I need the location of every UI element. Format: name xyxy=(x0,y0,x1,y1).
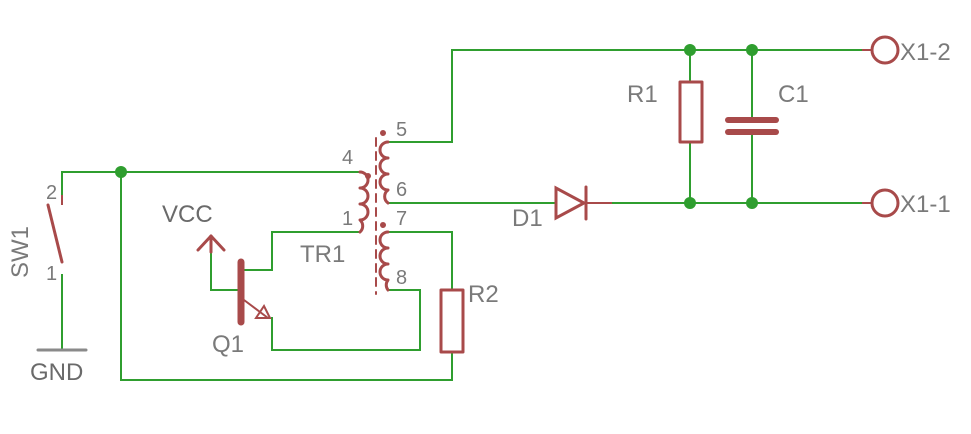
junction-dot xyxy=(684,197,696,209)
switch-lever xyxy=(46,203,64,264)
c1-label: C1 xyxy=(778,81,809,108)
capacitor-c1: C1 xyxy=(725,81,809,135)
gnd-label: GND xyxy=(30,359,83,386)
wire-base-feedback xyxy=(243,231,361,271)
sw1-label: SW1 xyxy=(7,226,34,278)
q1-emitter-lead xyxy=(243,299,269,319)
wires xyxy=(61,49,863,381)
tr1-primary-winding xyxy=(358,170,370,234)
tr1-dot-icon xyxy=(380,130,386,136)
tr1-pin6-label: 6 xyxy=(396,179,407,201)
d1-label: D1 xyxy=(512,205,543,232)
tr1-feedback-winding xyxy=(378,230,390,292)
x1-2-terminal-icon xyxy=(870,35,900,65)
vcc-label: VCC xyxy=(162,201,213,228)
tr1-secondary-winding xyxy=(378,140,390,205)
wire-vcc xyxy=(210,249,239,291)
tr1-pin1-label: 1 xyxy=(342,208,353,230)
transistor-q1: VCC Q1 xyxy=(162,201,272,358)
q1-label: Q1 xyxy=(212,331,244,358)
junction-dot xyxy=(684,44,696,56)
tr1-pin4-label: 4 xyxy=(342,147,353,169)
tr1-dot-icon xyxy=(365,173,371,179)
tr1-pin5-label: 5 xyxy=(396,119,407,141)
d1-anode-icon xyxy=(554,185,588,221)
resistor-r2: R2 xyxy=(439,281,499,354)
r1-body xyxy=(678,80,704,144)
x1-2-label: X1-2 xyxy=(900,39,951,66)
switch-sw1: 2 1 SW1 GND xyxy=(7,182,88,386)
junction-dot xyxy=(115,166,127,178)
x1-1-terminal-icon xyxy=(870,188,900,218)
wire-switch-top xyxy=(61,171,361,196)
sw1-pin1-label: 1 xyxy=(46,263,57,285)
wire-top-rail xyxy=(387,49,863,143)
r2-body xyxy=(439,288,465,354)
diode-d1: D1 xyxy=(512,185,612,232)
r2-label: R2 xyxy=(468,281,499,308)
wire-left-bus xyxy=(120,171,453,381)
r1-label: R1 xyxy=(627,81,658,108)
connector-x1: X1-2 X1-1 xyxy=(862,35,951,218)
tr1-label: TR1 xyxy=(300,241,345,268)
q1-emitter-arrow-icon xyxy=(254,304,272,319)
x1-1-label: X1-1 xyxy=(900,191,951,218)
tr1-dot-icon xyxy=(380,222,386,228)
wire-emitter xyxy=(271,289,421,351)
junctions xyxy=(115,44,758,209)
sw1-pin2-label: 2 xyxy=(46,182,57,204)
transformer-tr1: 4 1 5 6 7 8 TR1 xyxy=(300,119,407,295)
junction-dot xyxy=(746,44,758,56)
wire-pin7-r2 xyxy=(387,231,453,291)
resistor-r1: R1 xyxy=(627,80,704,144)
tr1-pin7-label: 7 xyxy=(396,208,407,230)
tr1-pin8-label: 8 xyxy=(396,267,407,289)
junction-dot xyxy=(746,197,758,209)
